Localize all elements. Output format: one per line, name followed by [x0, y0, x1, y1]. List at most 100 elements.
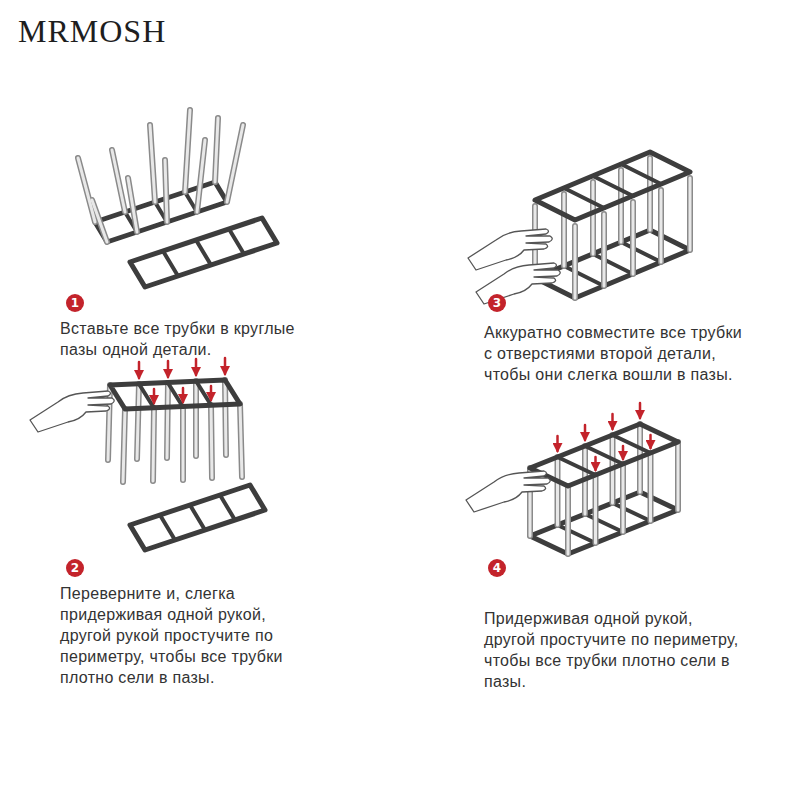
- tube-outlines: [108, 380, 242, 482]
- frame-top: [530, 424, 678, 486]
- frame-top: [110, 380, 240, 409]
- ladder-rung: [621, 164, 661, 184]
- tube: [153, 408, 154, 481]
- tube: [227, 125, 243, 202]
- ladder-frame: [530, 492, 678, 554]
- tube: [687, 178, 693, 250]
- step-number-badge: 3: [488, 294, 506, 312]
- ladder-rung: [139, 384, 154, 408]
- instruction-text: Переверните и, слегка придерживая одной …: [60, 583, 300, 688]
- tap-arrow: [556, 436, 559, 451]
- tube: [689, 178, 692, 250]
- tap-arrow: [639, 403, 642, 418]
- tap-arrow: [182, 388, 185, 402]
- tube: [92, 200, 107, 242]
- tube: [123, 409, 125, 482]
- tube: [593, 475, 599, 543]
- ladder-rung: [196, 240, 211, 265]
- tube: [150, 125, 155, 202]
- frame-bottom: [535, 230, 690, 298]
- tube: [185, 110, 190, 192]
- tube-outlines: [530, 424, 678, 554]
- tube: [165, 160, 167, 222]
- step-number-badge: 4: [488, 559, 506, 577]
- tube: [632, 202, 635, 274]
- ladder-frame: [535, 230, 690, 298]
- tube: [658, 190, 664, 262]
- ladder-rung: [585, 446, 623, 464]
- ladder-rung: [558, 525, 596, 543]
- hand: [466, 471, 550, 512]
- tube: [165, 160, 167, 222]
- tube: [649, 158, 652, 230]
- tube: [167, 383, 168, 458]
- tube-fills: [108, 380, 242, 482]
- tap-arrows: [558, 403, 651, 470]
- tube: [112, 150, 125, 212]
- tube: [225, 380, 226, 455]
- tube: [78, 158, 95, 222]
- tube: [648, 453, 654, 521]
- tube: [78, 158, 95, 222]
- tube: [622, 464, 625, 532]
- tube: [195, 381, 198, 456]
- tube: [572, 226, 578, 298]
- step-number-badge: 1: [66, 294, 84, 312]
- tube: [555, 457, 561, 525]
- tap-arrow: [138, 362, 141, 378]
- ladder-rung: [593, 176, 633, 196]
- tube: [123, 409, 125, 482]
- tube-fills: [78, 110, 243, 242]
- tube: [112, 150, 125, 212]
- tap-arrow: [195, 359, 198, 375]
- tube: [153, 408, 154, 481]
- tube: [197, 140, 205, 212]
- tube: [677, 442, 680, 510]
- tube: [594, 475, 597, 543]
- tube: [182, 407, 185, 480]
- tube-outlines: [78, 110, 243, 242]
- tap-arrow: [594, 457, 597, 470]
- tube: [193, 381, 199, 456]
- tube: [128, 178, 137, 232]
- tube: [128, 178, 137, 232]
- tube: [574, 226, 577, 298]
- tube: [150, 125, 155, 202]
- ladder-rung: [168, 383, 183, 407]
- tube: [197, 140, 205, 212]
- ladder-frame: [130, 218, 277, 287]
- frame-bottom: [130, 485, 265, 550]
- tap-arrow: [153, 389, 156, 403]
- step3-figure: [468, 152, 690, 304]
- ladder-frame: [530, 424, 678, 486]
- ladder-rung: [585, 514, 623, 532]
- tap-arrow: [584, 425, 587, 440]
- ladder-rung: [564, 266, 604, 286]
- step4-figure: [466, 403, 678, 554]
- tube: [660, 190, 663, 262]
- tube: [601, 214, 607, 286]
- tap-arrow: [649, 435, 652, 448]
- tubes: [108, 380, 242, 482]
- step-number: 2: [71, 562, 79, 574]
- tube: [630, 202, 636, 274]
- tap-arrow: [210, 386, 213, 400]
- tube: [215, 118, 218, 182]
- tube: [225, 380, 226, 455]
- ladder-rung: [613, 503, 651, 521]
- ladder-rung: [220, 495, 235, 520]
- tube: [590, 182, 596, 254]
- step-number: 1: [71, 297, 79, 309]
- frame-back: [95, 182, 227, 242]
- tube: [137, 384, 139, 459]
- ladder-frame: [130, 485, 265, 550]
- tube: [227, 125, 243, 202]
- tube: [240, 404, 242, 477]
- ladder-rung: [593, 254, 633, 274]
- ladder-rung: [613, 435, 651, 453]
- frame-top: [535, 152, 690, 220]
- tubes: [530, 424, 678, 554]
- tube: [565, 486, 571, 554]
